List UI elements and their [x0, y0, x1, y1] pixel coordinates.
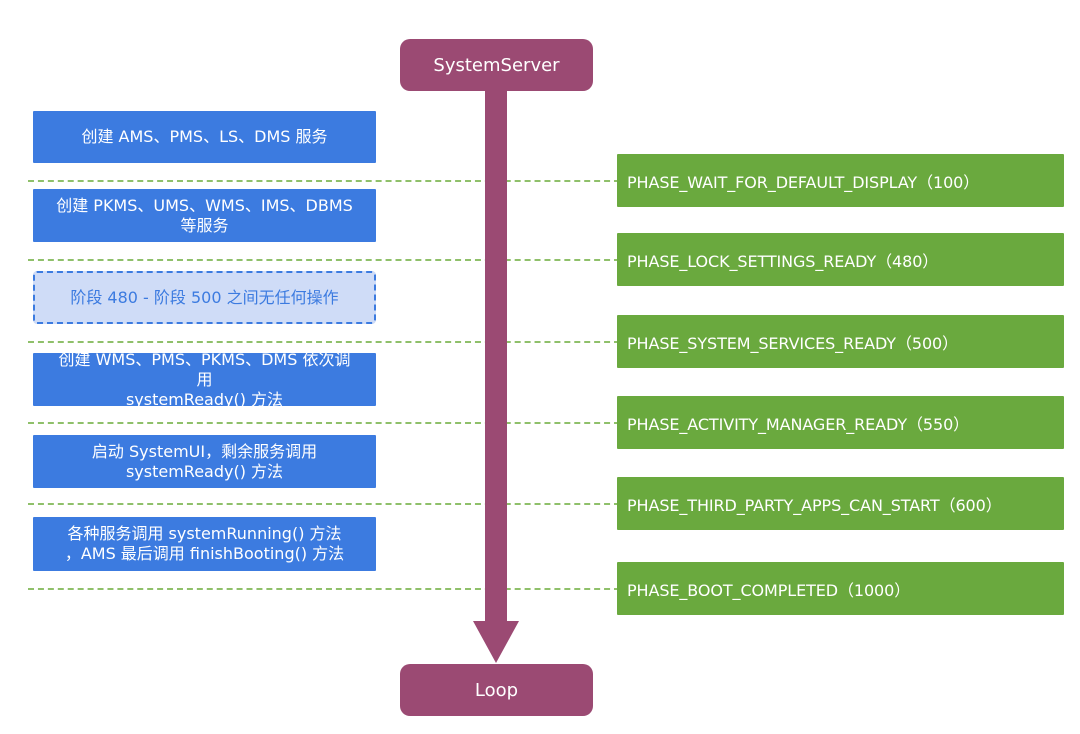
phase-divider-1000 — [28, 588, 620, 590]
step-system-running: 各种服务调用 systemRunning() 方法 ，AMS 最后调用 fini… — [33, 517, 376, 571]
phase-activity-manager-ready: PHASE_ACTIVITY_MANAGER_READY（550） — [617, 396, 1064, 449]
phase-divider-550 — [28, 422, 620, 424]
phase-third-party-apps-can-start: PHASE_THIRD_PARTY_APPS_CAN_START（600） — [617, 477, 1064, 530]
phase-divider-100 — [28, 180, 620, 182]
phase-system-services-ready: PHASE_SYSTEM_SERVICES_READY（500） — [617, 315, 1064, 368]
step-create-core-services: 创建 AMS、PMS、LS、DMS 服务 — [33, 111, 376, 163]
phase-boot-completed: PHASE_BOOT_COMPLETED（1000） — [617, 562, 1064, 615]
flow-arrow-shaft — [485, 88, 507, 628]
step-system-ready-core: 创建 WMS、PMS、PKMS、DMS 依次调用 systemReady() 方… — [33, 350, 376, 409]
step-create-more-services: 创建 PKMS、UMS、WMS、IMS、DBMS 等服务 — [33, 189, 376, 242]
step-start-systemui: 启动 SystemUI，剩余服务调用 systemReady() 方法 — [33, 435, 376, 488]
start-node-systemserver: SystemServer — [400, 39, 593, 91]
phase-wait-for-default-display: PHASE_WAIT_FOR_DEFAULT_DISPLAY（100） — [617, 154, 1064, 207]
phase-divider-600 — [28, 503, 620, 505]
flow-arrow-head — [473, 621, 519, 663]
end-node-loop: Loop — [400, 664, 593, 716]
phase-divider-480 — [28, 259, 620, 261]
phase-divider-500 — [28, 341, 620, 343]
phase-lock-settings-ready: PHASE_LOCK_SETTINGS_READY（480） — [617, 233, 1064, 286]
note-no-operation: 阶段 480 - 阶段 500 之间无任何操作 — [33, 271, 376, 324]
